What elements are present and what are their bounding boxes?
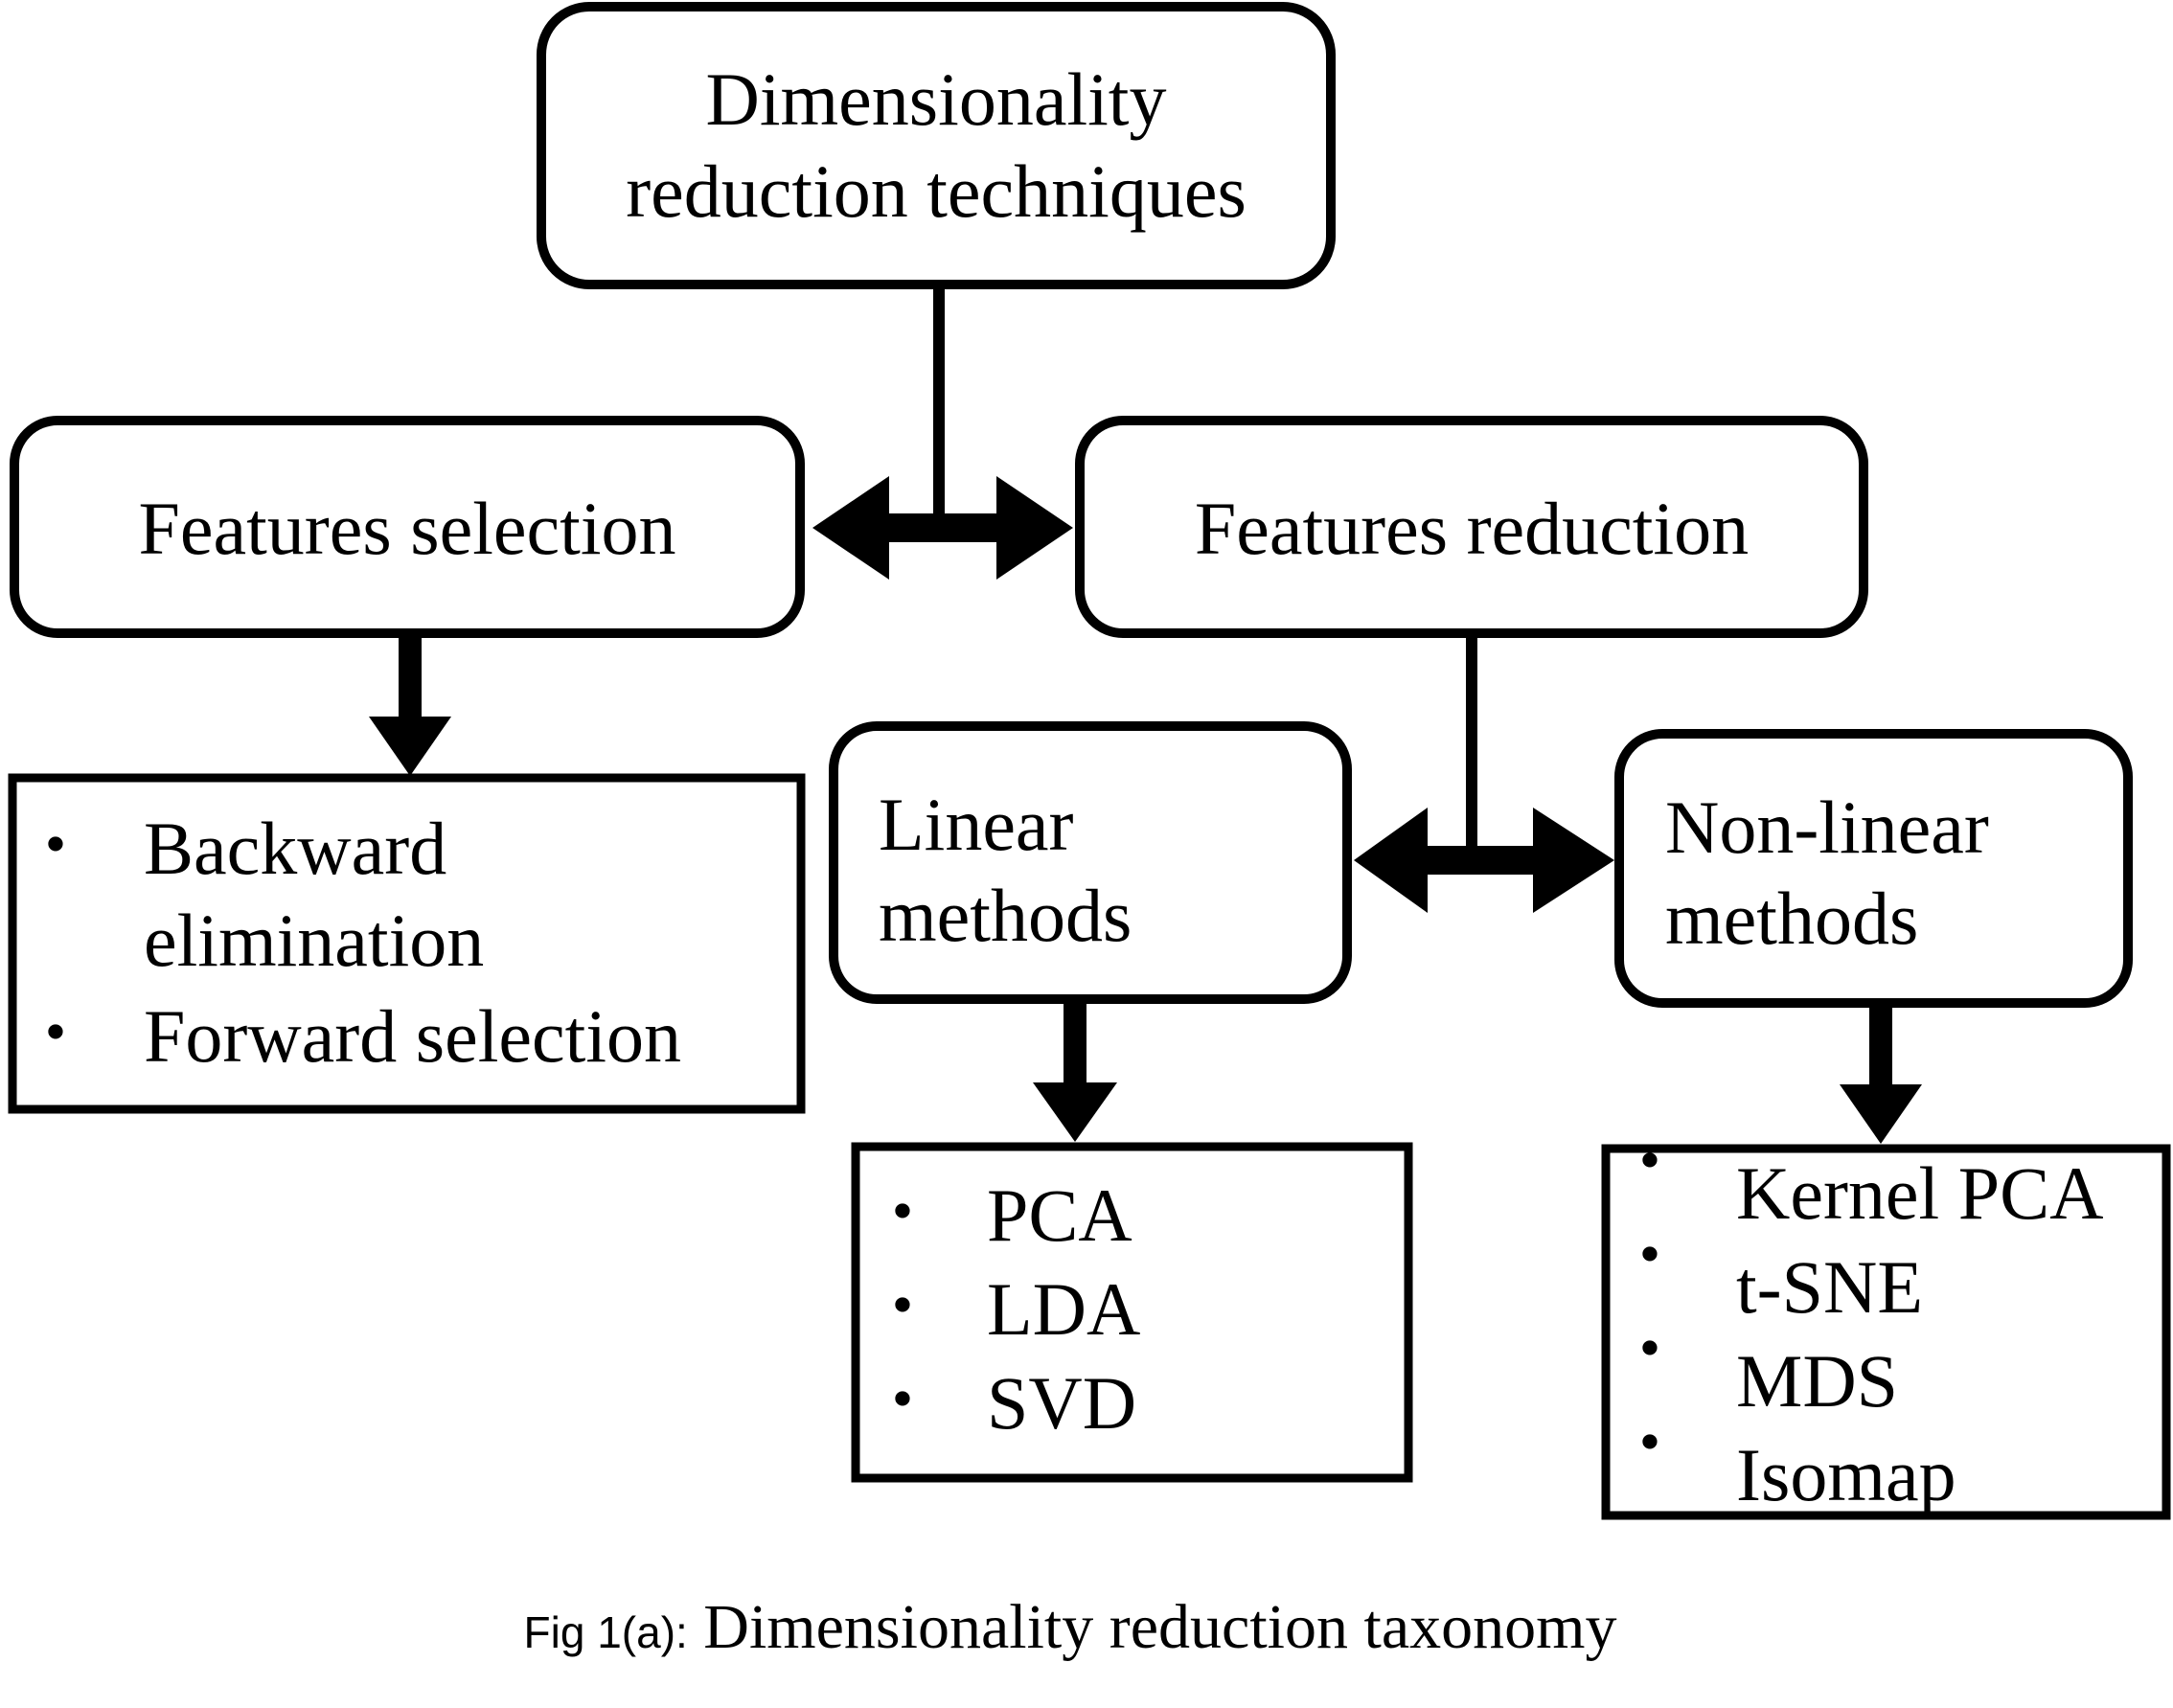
features-selection-node: Features selection bbox=[10, 416, 805, 638]
features-reduction-title: Features reduction bbox=[1195, 487, 1749, 570]
list-item-pca: PCA bbox=[987, 1173, 1132, 1257]
list-item-forward: Forward selection bbox=[144, 994, 681, 1078]
figure-caption: Fig 1(a): Dimensionality reduction taxon… bbox=[524, 1592, 1617, 1662]
linear-title-line2: methods bbox=[879, 874, 1132, 957]
bullet: • bbox=[1639, 1219, 1660, 1287]
bullet: • bbox=[1639, 1313, 1660, 1381]
arrowhead-right bbox=[1533, 808, 1614, 913]
root-title-line2: reduction techniques bbox=[626, 149, 1247, 233]
list-item-backward: Backward bbox=[144, 807, 446, 890]
bullet: • bbox=[45, 997, 66, 1065]
list-item-svd: SVD bbox=[987, 1361, 1136, 1445]
bullet: • bbox=[892, 1270, 913, 1338]
nonlinear-down-arrow bbox=[1840, 1003, 1922, 1144]
nonlinear-methods-node: Non-linear methods bbox=[1614, 729, 2133, 1008]
root-node: Dimensionality reduction techniques bbox=[537, 2, 1336, 289]
bullet: • bbox=[1639, 1126, 1660, 1194]
arrowhead-left bbox=[1354, 808, 1428, 913]
features-selection-title: Features selection bbox=[139, 487, 676, 570]
list-item-mds: MDS bbox=[1736, 1339, 1898, 1423]
arrowhead-right bbox=[996, 476, 1073, 580]
list-item-lda: LDA bbox=[987, 1267, 1140, 1351]
features-selection-list: • Backward elimination • Forward selecti… bbox=[8, 773, 806, 1114]
nonlinear-title-line1: Non-linear bbox=[1665, 786, 1989, 869]
bullet: • bbox=[45, 809, 66, 877]
list-item-isomap: Isomap bbox=[1736, 1433, 1956, 1516]
caption-text: Dimensionality reduction taxonomy bbox=[688, 1592, 1617, 1662]
list-item-kernel-pca: Kernel PCA bbox=[1736, 1151, 2103, 1235]
bullet: • bbox=[892, 1176, 913, 1244]
linear-title-line1: Linear bbox=[879, 783, 1074, 866]
bullet: • bbox=[892, 1364, 913, 1432]
list-item-backward-cont: elimination bbox=[144, 899, 484, 982]
linear-methods-list: • PCA • LDA • SVD bbox=[851, 1142, 1413, 1483]
features-selection-down-arrow bbox=[369, 633, 451, 776]
bullet: • bbox=[1639, 1407, 1660, 1475]
nonlinear-methods-list: • Kernel PCA • t-SNE • MDS • Isomap bbox=[1601, 1126, 2171, 1520]
root-title-line1: Dimensionality bbox=[706, 57, 1167, 141]
list-item-tsne: t-SNE bbox=[1736, 1245, 1923, 1329]
arrowhead-left bbox=[812, 476, 889, 580]
linear-down-arrow bbox=[1033, 999, 1117, 1142]
features-reduction-node: Features reduction bbox=[1075, 416, 1868, 638]
nonlinear-title-line2: methods bbox=[1665, 877, 1918, 960]
split-double-arrow bbox=[812, 476, 1073, 580]
methods-double-arrow bbox=[1354, 808, 1614, 913]
caption-prefix: Fig 1(a): bbox=[524, 1607, 688, 1657]
linear-methods-node: Linear methods bbox=[829, 721, 1352, 1004]
